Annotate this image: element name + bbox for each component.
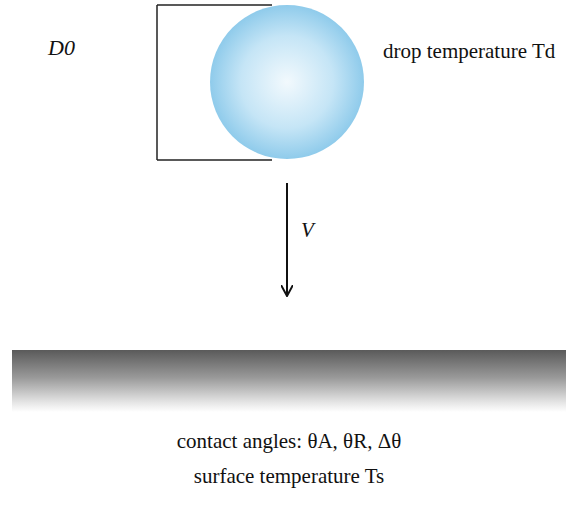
- drop-fill: [210, 5, 364, 159]
- drop-shape: [209, 4, 365, 160]
- bracket-line: [156, 5, 158, 160]
- surface-label: contact angles: θA, θR, Δθ: [12, 428, 566, 455]
- velocity-label: V: [301, 217, 314, 244]
- drop-label: drop temperature Td: [383, 38, 571, 65]
- bracket-tick: [157, 4, 272, 6]
- bracket-tick: [157, 159, 272, 161]
- surface-band: contact angles: θA, θR, Δθsurface temper…: [12, 350, 566, 412]
- dimension-label: D0: [48, 34, 75, 63]
- drop-circle: drop temperature Td: [209, 4, 365, 160]
- velocity-arrow: [286, 183, 288, 295]
- surface-label: surface temperature Ts: [12, 463, 566, 490]
